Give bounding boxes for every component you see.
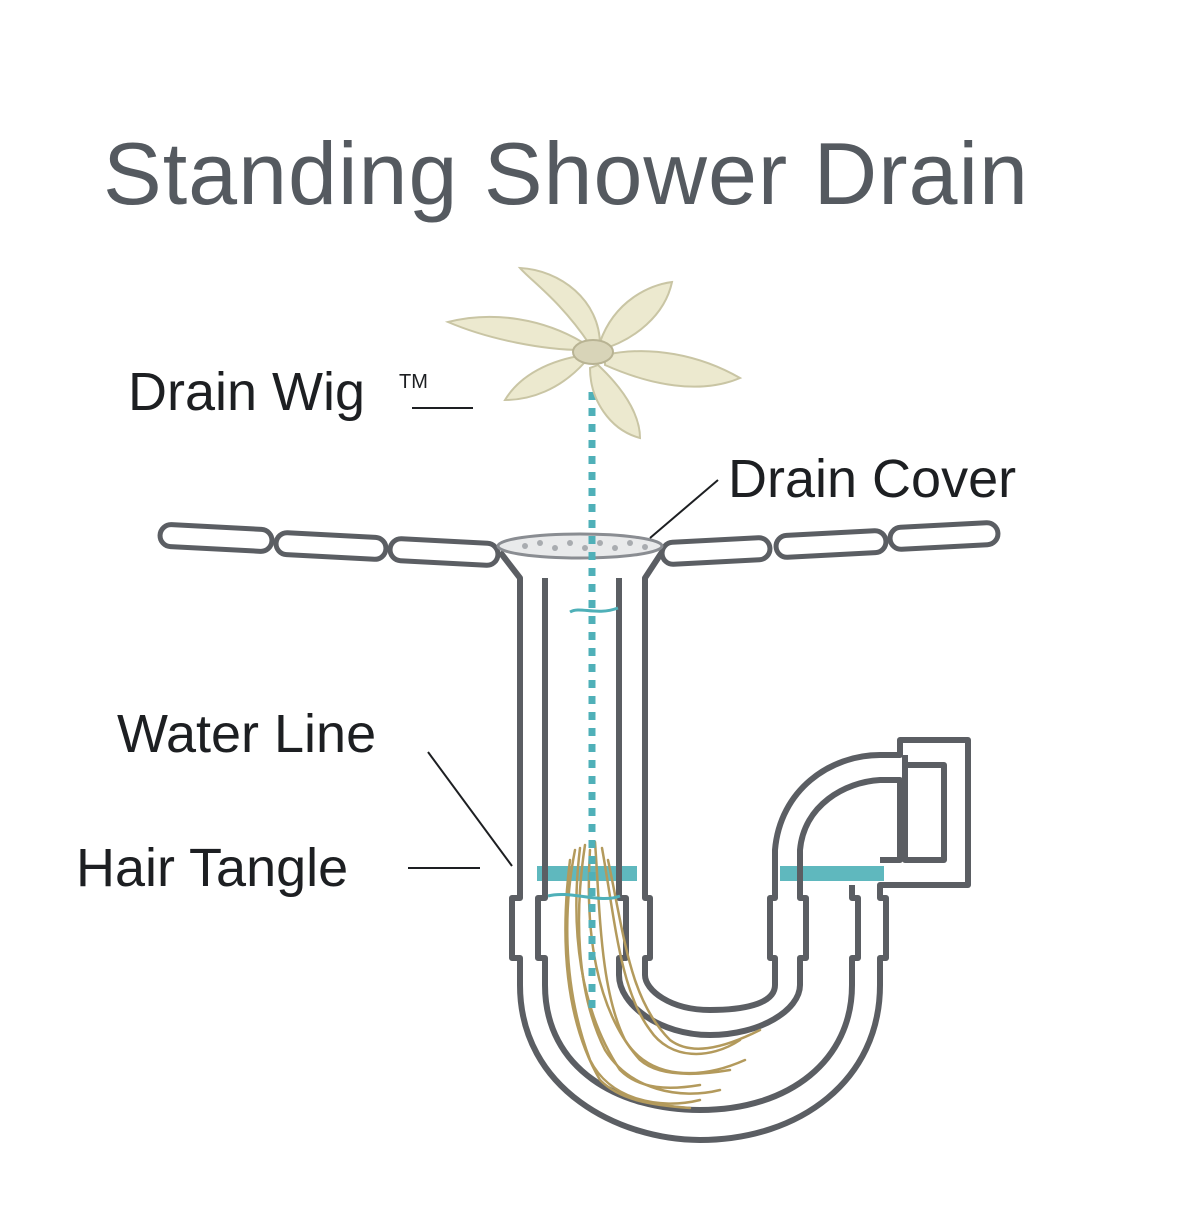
floor-tile bbox=[157, 522, 275, 554]
flower-petal bbox=[588, 363, 642, 440]
label-drain-cover: Drain Cover bbox=[728, 449, 1016, 509]
floor-tile bbox=[273, 530, 389, 562]
hair-strand bbox=[606, 858, 762, 1050]
pipe-inner-right bbox=[616, 578, 903, 1038]
drain-cover bbox=[496, 532, 664, 560]
hair-strand bbox=[564, 858, 692, 1110]
flower-petal bbox=[599, 280, 674, 352]
flower-petal bbox=[444, 315, 583, 352]
label-trademark: TM bbox=[399, 371, 428, 393]
leader-water-line bbox=[427, 751, 513, 867]
pipe-outlet bbox=[902, 755, 947, 863]
label-drain-wig: Drain Wig bbox=[128, 362, 365, 422]
drain-cover-plate bbox=[496, 532, 664, 560]
leader-drain-cover bbox=[649, 479, 719, 539]
chain-clip-upper bbox=[569, 606, 619, 614]
hair-strand bbox=[600, 846, 742, 1056]
hair-strand bbox=[577, 843, 722, 1095]
floor-tile bbox=[887, 520, 1001, 552]
floor-tile bbox=[659, 535, 773, 567]
water-line-right bbox=[780, 866, 884, 881]
diagram-title: Standing Shower Drain bbox=[103, 124, 1029, 223]
floor-tile bbox=[387, 536, 501, 568]
label-hair-tangle: Hair Tangle bbox=[76, 838, 348, 898]
drain-pipe bbox=[497, 550, 971, 1143]
flower-petal bbox=[503, 353, 586, 402]
shower-floor bbox=[157, 520, 1001, 568]
chain-clip-lower bbox=[547, 893, 621, 901]
floor-tile bbox=[773, 528, 889, 560]
flower-petal bbox=[604, 350, 743, 388]
drain-wig-flower bbox=[444, 266, 743, 440]
flower-petal bbox=[517, 266, 602, 346]
pipe-outline bbox=[497, 550, 971, 1143]
pipe-inner-left bbox=[535, 578, 861, 1113]
label-water-line: Water Line bbox=[117, 704, 376, 764]
hair-strand bbox=[575, 846, 702, 1089]
flower-center bbox=[572, 339, 614, 365]
